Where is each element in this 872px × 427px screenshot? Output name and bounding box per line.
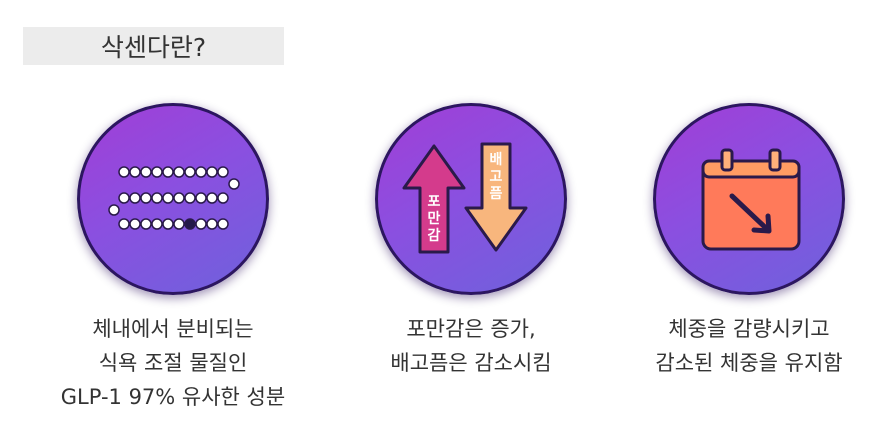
maze-dot bbox=[140, 192, 152, 204]
maze-dot bbox=[151, 166, 163, 178]
caption-line: 체내에서 분비되는 bbox=[92, 317, 254, 341]
maze-dot bbox=[140, 218, 152, 230]
maze-dot bbox=[108, 204, 120, 216]
caption-line: 감소된 체중을 유지함 bbox=[655, 351, 843, 375]
feature-circle bbox=[653, 103, 845, 295]
feature-circle: 포 만 감 배 고 픔 bbox=[375, 103, 567, 295]
calendar-ring-right bbox=[768, 148, 782, 172]
maze-dot bbox=[118, 192, 130, 204]
maze-dot bbox=[140, 166, 152, 178]
calendar-header bbox=[701, 159, 801, 179]
caption-line: 포만감은 증가, bbox=[406, 317, 536, 341]
calendar-ring-left bbox=[720, 148, 734, 172]
calendar-arrow-head bbox=[751, 213, 772, 234]
maze-dot bbox=[173, 192, 185, 204]
maze-dot bbox=[118, 166, 130, 178]
maze-dot bbox=[162, 192, 174, 204]
page-title: 삭센다란? bbox=[23, 27, 284, 65]
maze-dot bbox=[217, 192, 229, 204]
maze-dot bbox=[129, 166, 141, 178]
maze-dot bbox=[162, 166, 174, 178]
down-arrow-shape bbox=[464, 142, 528, 252]
caption-line: 배고픔은 감소시킴 bbox=[390, 351, 552, 375]
calendar-down-arrow-icon bbox=[701, 148, 801, 251]
maze-dot bbox=[118, 218, 130, 230]
up-arrow-shape bbox=[402, 144, 466, 254]
maze-dot bbox=[162, 218, 174, 230]
maze-dot bbox=[206, 166, 218, 178]
maze-dot bbox=[173, 166, 185, 178]
dotted-maze-icon bbox=[108, 166, 240, 230]
maze-dot bbox=[184, 192, 196, 204]
caption-line: 체중을 감량시키고 bbox=[668, 317, 830, 341]
feature-caption: 포만감은 증가, 배고픔은 감소시킴 bbox=[390, 312, 551, 380]
maze-dot bbox=[195, 218, 207, 230]
maze-dot bbox=[217, 218, 229, 230]
maze-dot bbox=[217, 166, 229, 178]
down-arrow-label: 배 고 픔 bbox=[489, 152, 503, 202]
maze-dot bbox=[151, 192, 163, 204]
maze-dot bbox=[195, 192, 207, 204]
page-title-text: 삭센다란? bbox=[100, 33, 207, 62]
feature-card-glp1: 체내에서 분비되는 식욕 조절 물질인 GLP-1 97% 유사한 성분 bbox=[53, 103, 293, 414]
feature-card-weight: 체중을 감량시키고 감소된 체중을 유지함 bbox=[629, 103, 869, 380]
caption-line: GLP-1 97% 유사한 성분 bbox=[60, 385, 286, 409]
maze-dot bbox=[151, 218, 163, 230]
calendar-arrow-shaft bbox=[729, 193, 771, 233]
maze-dot bbox=[129, 192, 141, 204]
feature-circle bbox=[77, 103, 269, 295]
feature-caption: 체내에서 분비되는 식욕 조절 물질인 GLP-1 97% 유사한 성분 bbox=[61, 312, 285, 414]
up-arrow-label: 포 만 감 bbox=[427, 194, 441, 244]
maze-dot bbox=[206, 218, 218, 230]
maze-dot bbox=[184, 218, 196, 230]
feature-caption: 체중을 감량시키고 감소된 체중을 유지함 bbox=[655, 312, 842, 380]
maze-dot bbox=[129, 218, 141, 230]
maze-dot bbox=[206, 192, 218, 204]
maze-dot bbox=[228, 178, 240, 190]
maze-dot bbox=[184, 166, 196, 178]
maze-dot bbox=[173, 218, 185, 230]
feature-card-appetite: 포 만 감 배 고 픔 포만감은 증가, 배고픔은 감소시킴 bbox=[351, 103, 591, 380]
maze-dot bbox=[195, 166, 207, 178]
caption-line: 식욕 조절 물질인 bbox=[98, 351, 248, 375]
up-down-arrows-icon bbox=[402, 142, 528, 254]
